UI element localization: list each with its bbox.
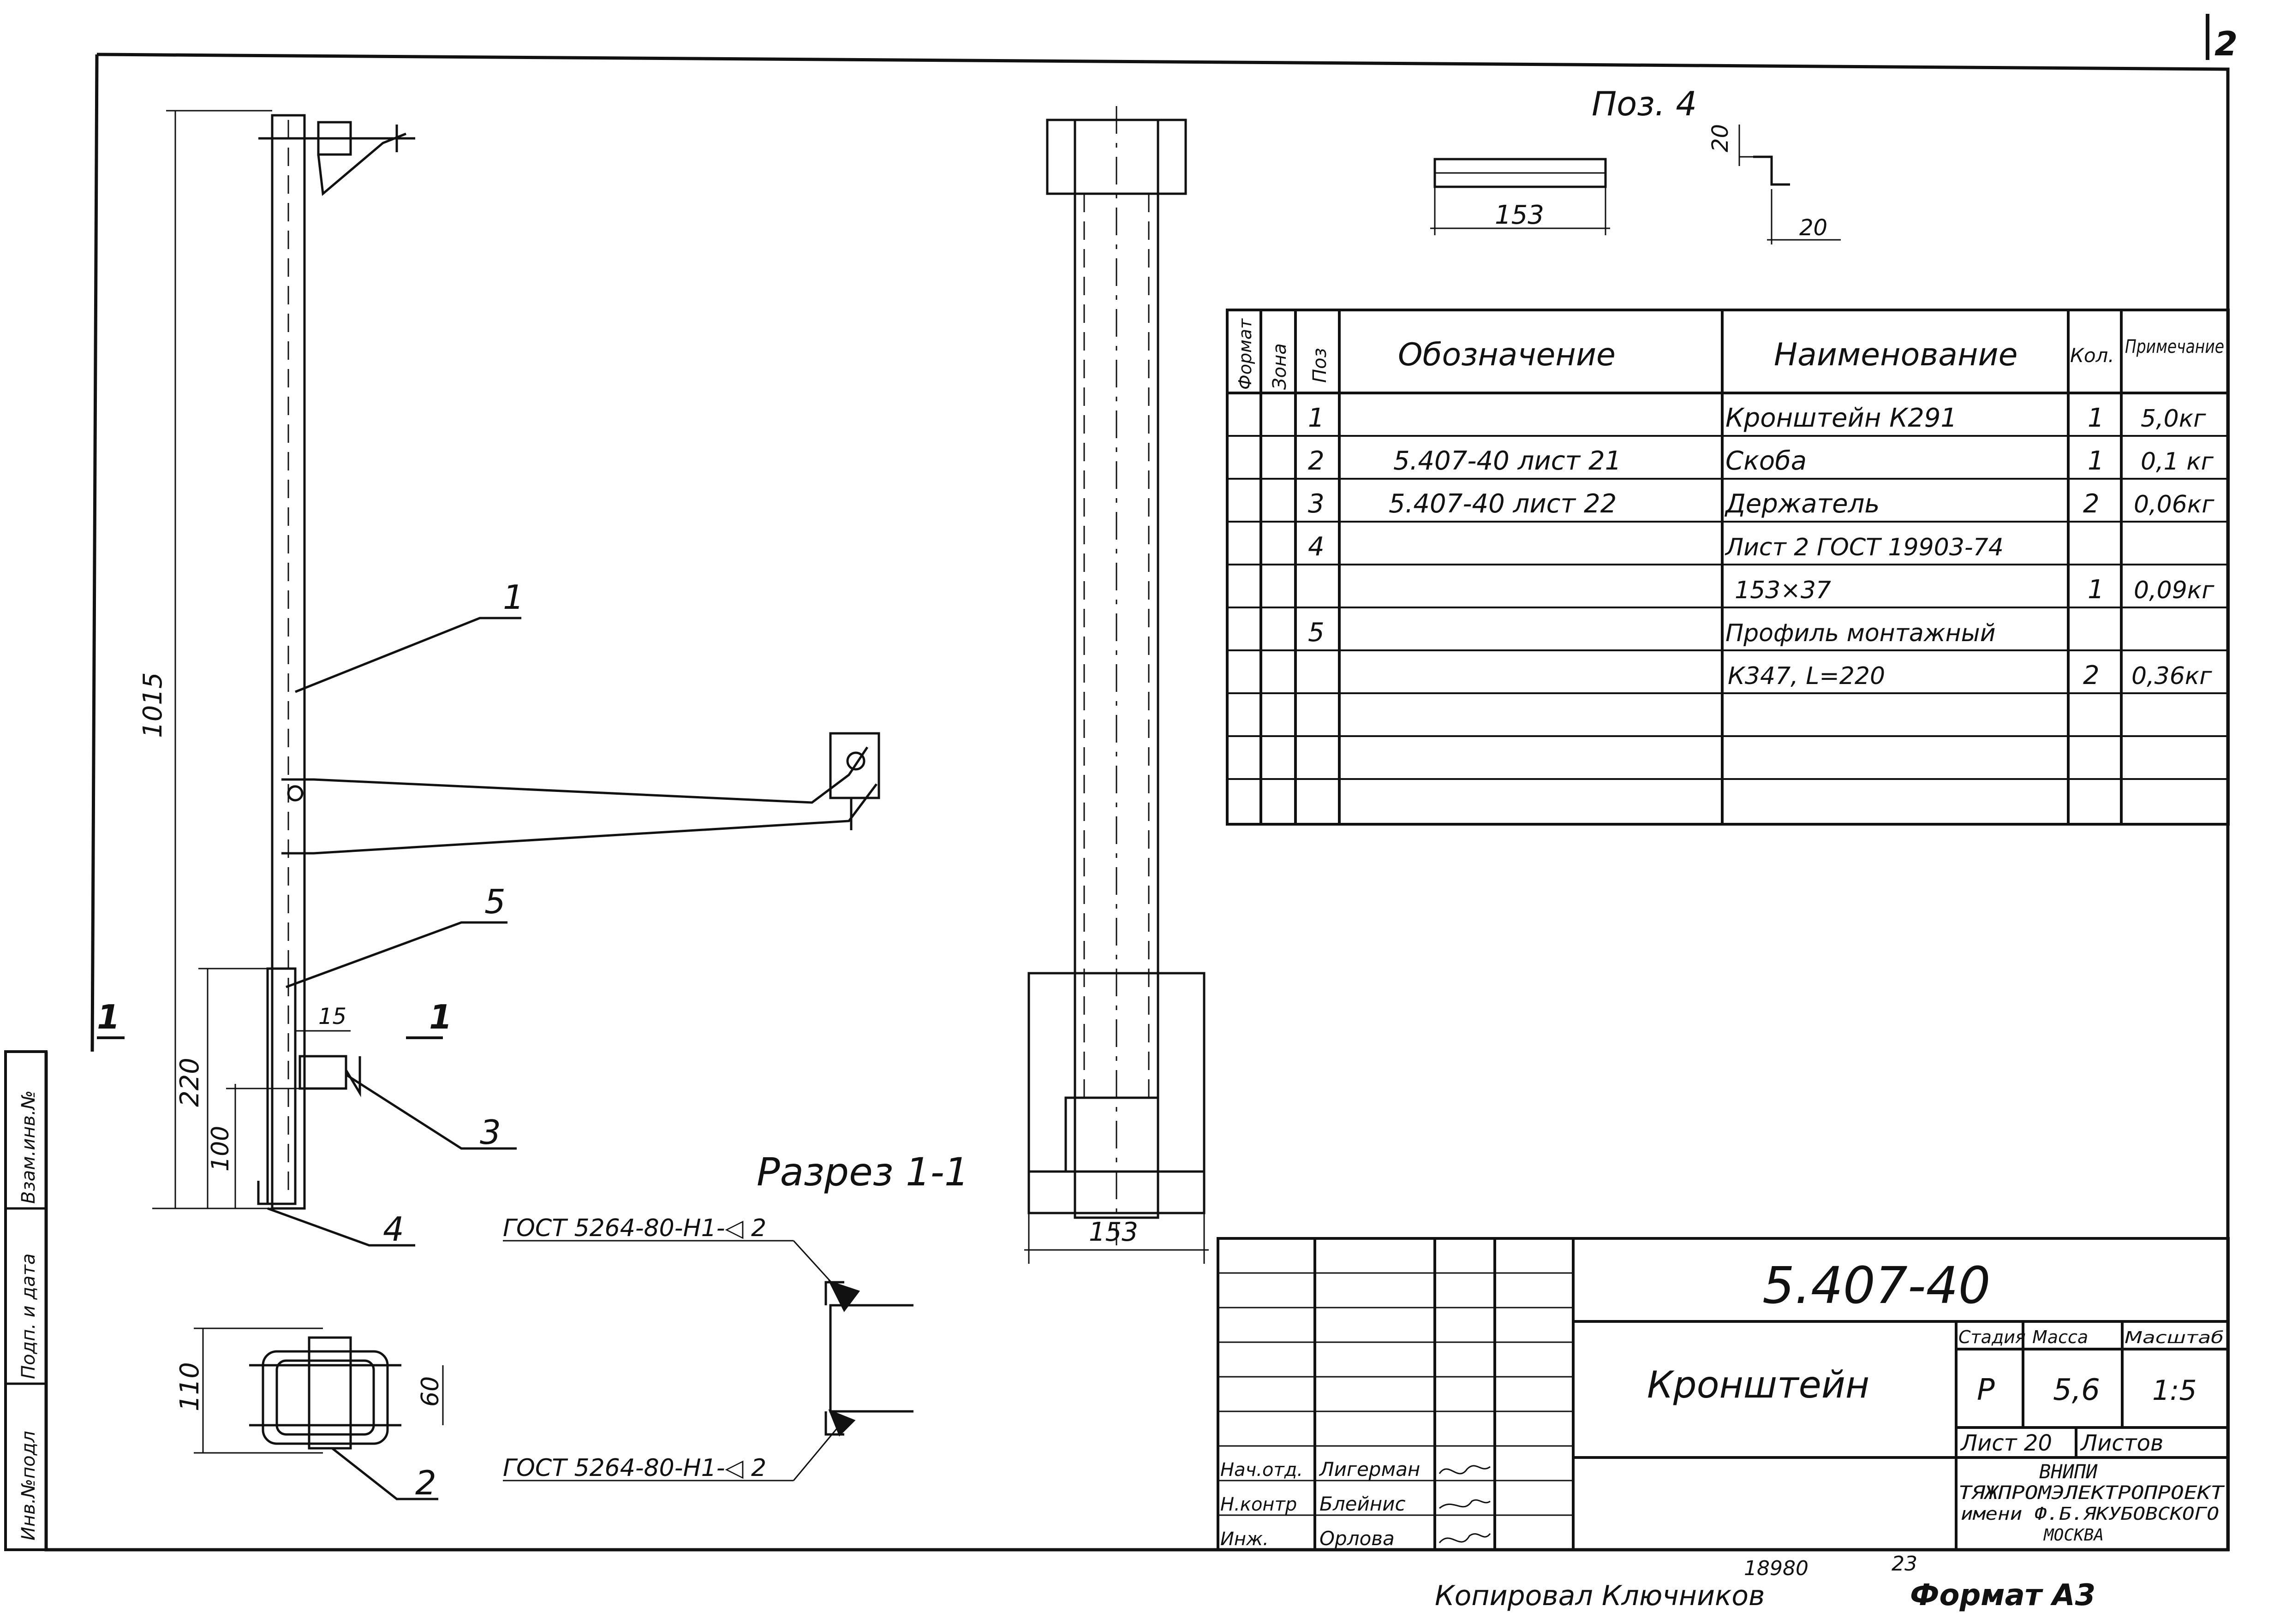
row2-designation: 5.407-40 лист 21 <box>1393 446 1621 476</box>
side-stamp-2: Подп. и дата <box>18 1254 39 1379</box>
row5-name: 153×37 <box>1735 577 1831 604</box>
clamp-dim-outer: 110 <box>175 1362 205 1411</box>
section-title: Разрез 1-1 <box>757 1149 969 1195</box>
role-3-name: Орлова <box>1319 1527 1395 1550</box>
scale-value: 1:5 <box>2152 1374 2197 1407</box>
role-1-name: Лигерман <box>1319 1458 1420 1481</box>
main-view <box>97 110 880 1247</box>
header-format: Формат <box>1235 318 1255 390</box>
row1-name: Кронштейн К291 <box>1725 403 1957 433</box>
role-3: Инж. <box>1220 1529 1269 1550</box>
row6-name: Профиль монтажный <box>1725 619 1995 647</box>
org-line-2: ТЯЖПРОМЭЛЕКТРОПРОЕКТ <box>1958 1482 2225 1504</box>
row6-pos: 5 <box>1308 618 1325 648</box>
org-line-4: МОСКВА <box>2043 1526 2104 1545</box>
org-line-3: имени Ф.Б.ЯКУБОВСКОГО <box>1961 1504 2219 1524</box>
pos-label-4: 4 <box>383 1210 404 1249</box>
row3-pos: 3 <box>1308 489 1325 519</box>
dim-bottom: 100 <box>207 1126 234 1172</box>
doc-number: 5.407-40 <box>1762 1256 1991 1315</box>
front-dim-width: 153 <box>1089 1217 1138 1247</box>
side-stamp-1: Взам.инв.№ <box>18 1090 39 1204</box>
sheet-label: Лист 20 <box>1960 1430 2052 1456</box>
header-designation: Обозначение <box>1398 337 1616 373</box>
spec-table: Формат Зона Поз Обозначение Наименование… <box>1226 309 2230 826</box>
front-view <box>1024 106 1209 1264</box>
section-mark-right: 1 <box>429 998 452 1036</box>
clamp-pos-label: 2 <box>415 1463 436 1502</box>
doc-title: Кронштейн <box>1647 1363 1869 1406</box>
clamp-dim-inner: 60 <box>417 1376 444 1407</box>
row4-pos: 4 <box>1308 532 1325 562</box>
pos-label-3: 3 <box>480 1113 501 1152</box>
row3-designation: 5.407-40 лист 22 <box>1389 489 1617 519</box>
row2-pos: 2 <box>1308 446 1325 476</box>
header-note: Примечание <box>2125 336 2224 357</box>
header-zone: Зона <box>1269 343 1290 390</box>
row2-qty: 1 <box>2088 446 2104 476</box>
weld-top: ГОСТ 5264-80-Н1-◁ 2 <box>503 1214 766 1242</box>
role-2-name: Блейнис <box>1319 1493 1406 1515</box>
dim-lower: 220 <box>175 1058 205 1107</box>
dim-gap: 15 <box>318 1004 346 1029</box>
role-1: Нач.отд. <box>1220 1459 1303 1481</box>
signatures <box>1438 1465 1491 1543</box>
row3-note: 0,06кг <box>2134 491 2214 518</box>
side-stamp-3: Инв.№подл <box>18 1431 39 1541</box>
role-2: Н.контр <box>1220 1494 1297 1515</box>
pos-label-1: 1 <box>503 578 524 617</box>
row1-pos: 1 <box>1308 403 1325 433</box>
weld-bottom: ГОСТ 5264-80-Н1-◁ 2 <box>503 1454 766 1482</box>
row5-note: 0,09кг <box>2134 577 2214 604</box>
row7-note: 0,36кг <box>2131 662 2212 690</box>
org-line-1: ВНИПИ <box>2039 1460 2098 1483</box>
side-stamp: Взам.инв.№ Подп. и дата Инв.№подл <box>4 1050 48 1551</box>
row7-name: К347, L=220 <box>1728 662 1885 690</box>
pos4-dim-a: 20 <box>1707 124 1733 152</box>
row3-qty: 2 <box>2083 489 2100 519</box>
row7-qty: 2 <box>2083 660 2100 690</box>
footer-num-a: 18980 <box>1744 1557 1808 1580</box>
pos4-detail <box>1430 125 1841 244</box>
pos4-dim-length: 153 <box>1495 200 1544 230</box>
row4-name: Лист 2 ГОСТ 19903-74 <box>1725 534 2004 561</box>
section-1-1 <box>503 1240 913 1481</box>
footer-format: Формат А3 <box>1910 1578 2095 1612</box>
header-qty: Кол. <box>2070 344 2114 367</box>
stage-value: Р <box>1977 1373 1995 1407</box>
sheets-label: Листов <box>2080 1430 2163 1456</box>
pos-label-5: 5 <box>484 882 506 921</box>
clamp-detail <box>194 1327 444 1500</box>
row2-name: Скоба <box>1725 446 1807 476</box>
row3-name: Держатель <box>1724 489 1880 519</box>
row1-note: 5,0кг <box>2141 405 2206 433</box>
stage-label: Стадия <box>1958 1327 2026 1347</box>
pos4-title: Поз. 4 <box>1592 84 1697 123</box>
header-name: Наименование <box>1774 337 2017 373</box>
row1-qty: 1 <box>2088 403 2104 433</box>
dim-total: 1015 <box>138 672 168 738</box>
title-block: 5.407-40 Кронштейн Стадия Масса Масштаб … <box>1217 1237 2230 1551</box>
row2-note: 0,1 кг <box>2141 448 2214 476</box>
mass-value: 5,6 <box>2053 1373 2100 1407</box>
page-number: 2 <box>2214 24 2238 63</box>
footer-copied: Копировал Ключников <box>1435 1580 1765 1612</box>
mass-label: Масса <box>2032 1327 2088 1347</box>
scale-label: Масштаб <box>2125 1328 2224 1347</box>
row5-qty: 1 <box>2088 575 2104 605</box>
header-pos: Поз <box>1309 348 1331 383</box>
footer-num-b: 23 <box>1892 1552 1917 1576</box>
pos4-dim-b: 20 <box>1799 215 1827 241</box>
section-mark-left: 1 <box>97 998 120 1036</box>
